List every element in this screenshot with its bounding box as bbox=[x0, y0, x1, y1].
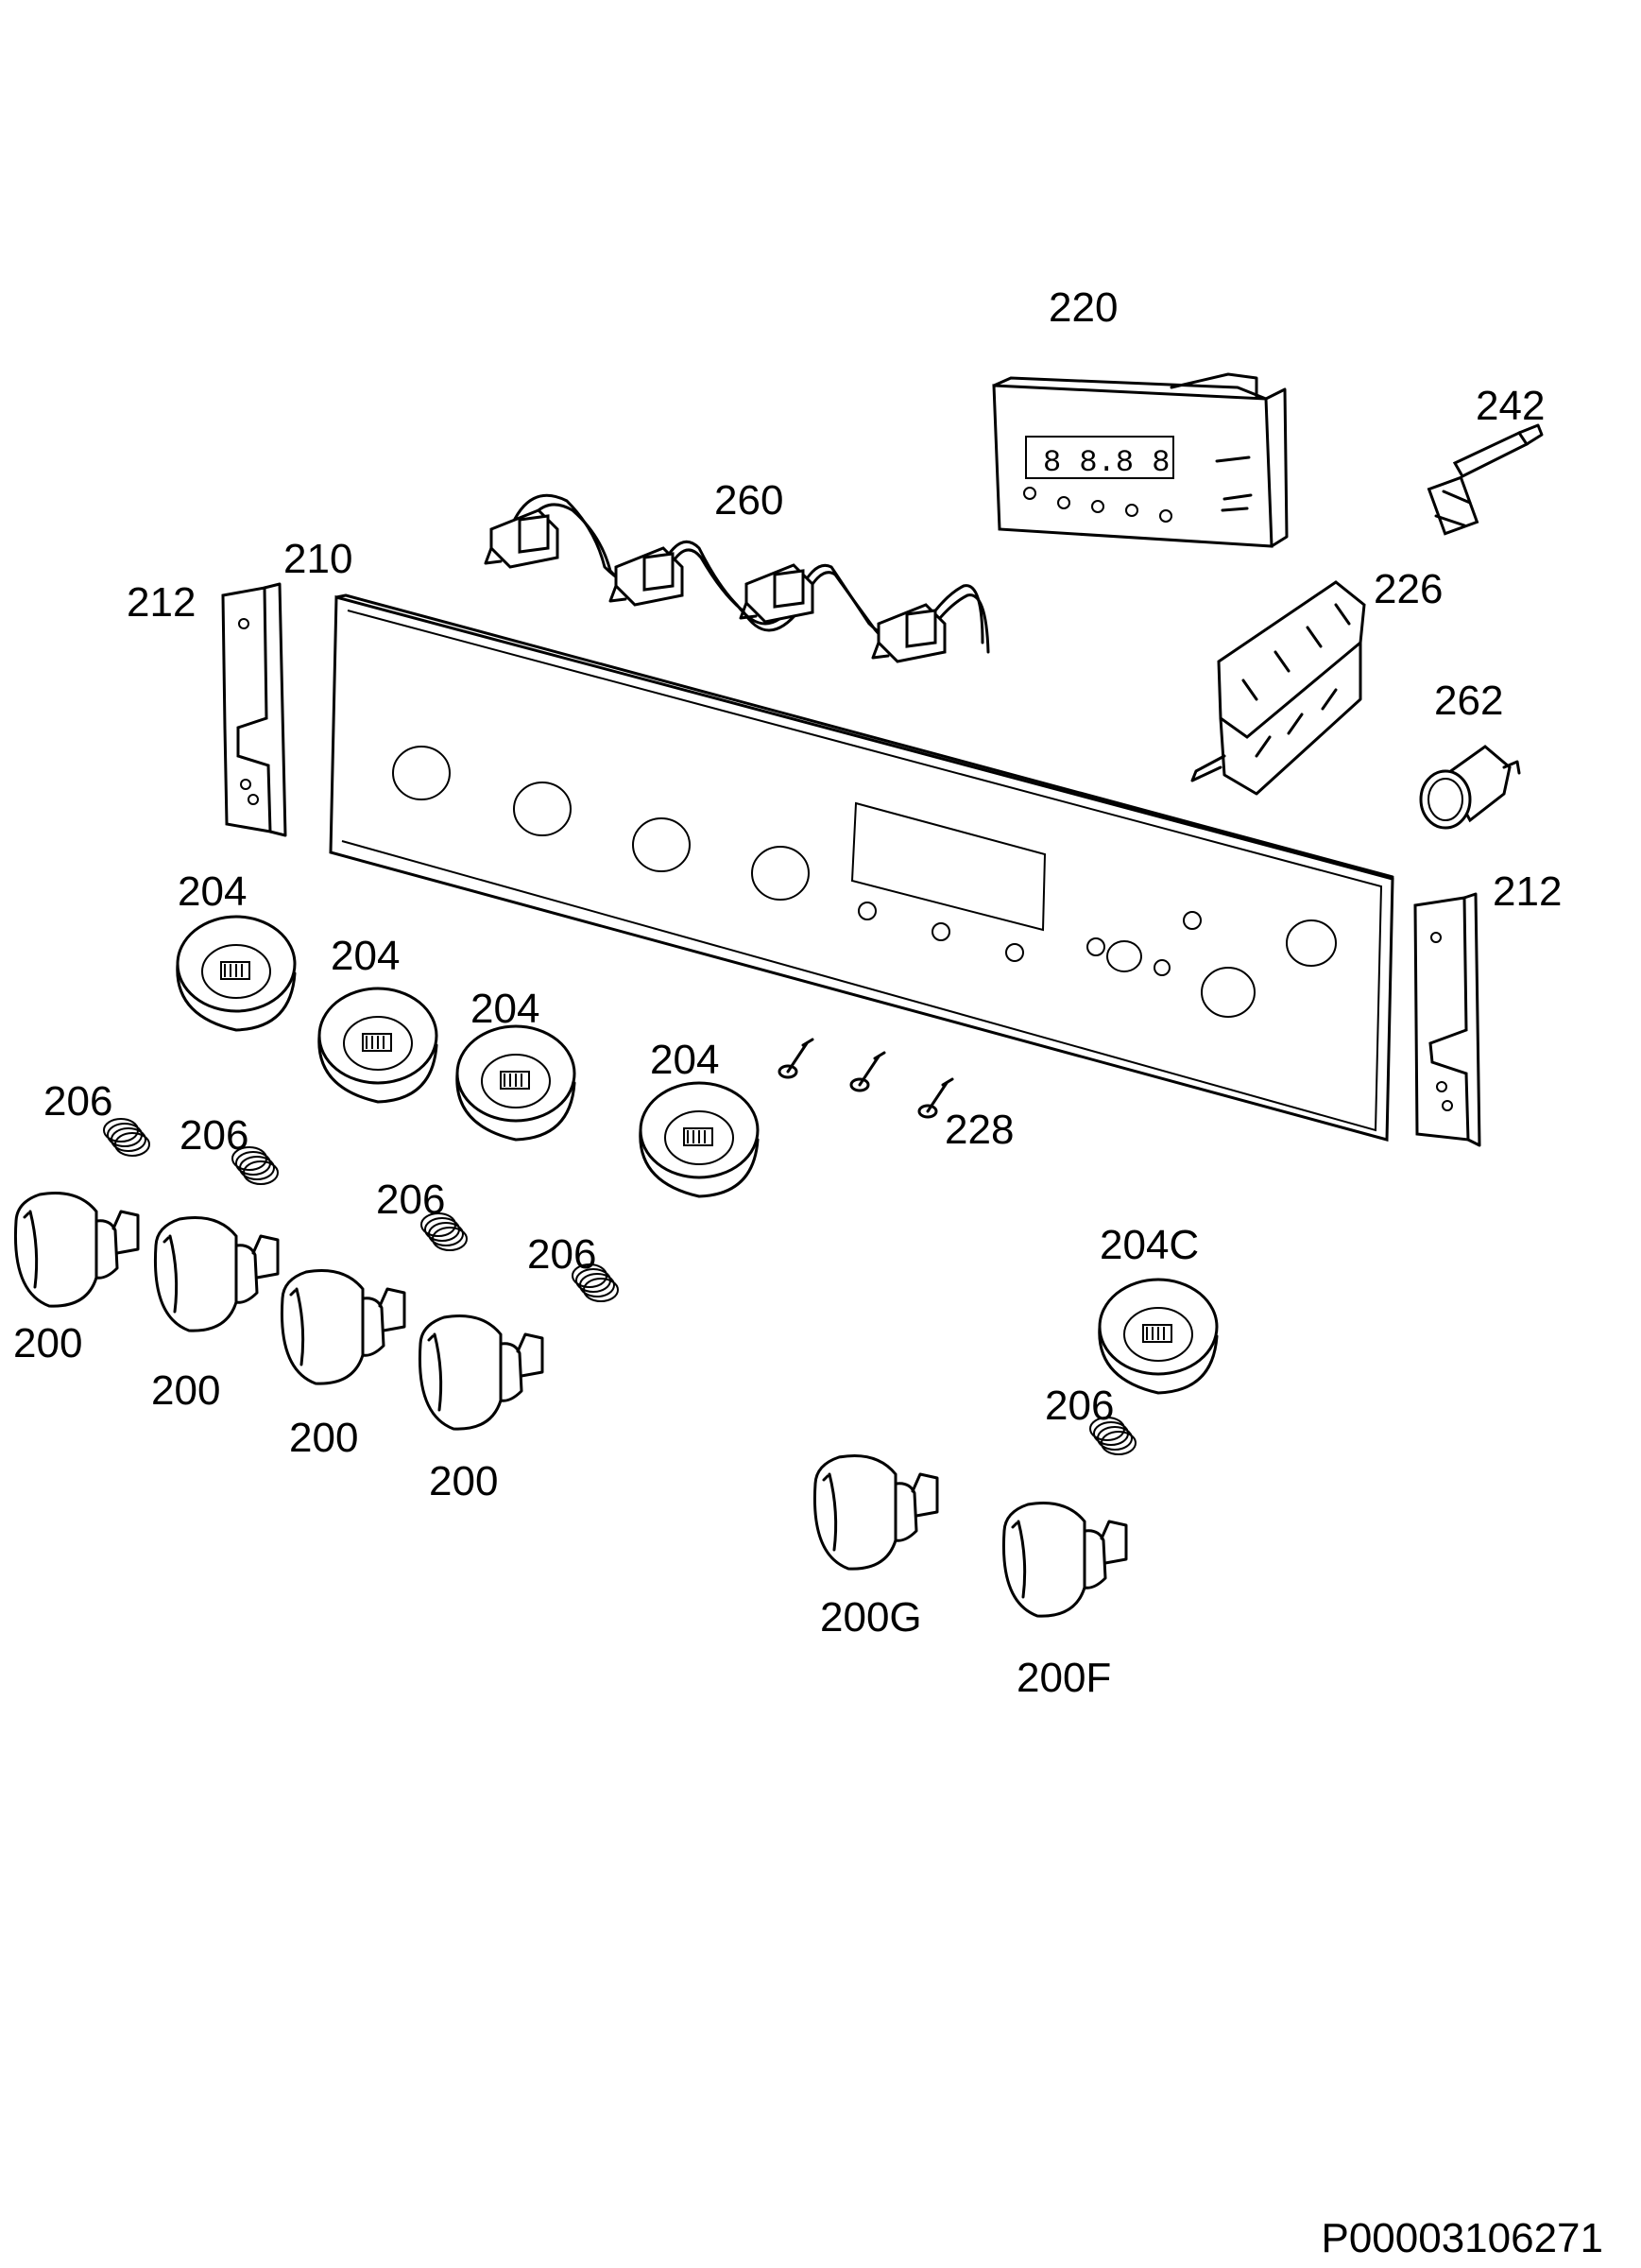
label-200-c: 200 bbox=[289, 1415, 358, 1461]
temperature-sensor bbox=[1427, 423, 1544, 536]
label-210: 210 bbox=[283, 536, 352, 582]
drawing-code: P00003106271 bbox=[1321, 2215, 1603, 2261]
bezel-204C bbox=[1098, 1278, 1219, 1395]
control-panel bbox=[329, 593, 1394, 1142]
label-204-d: 204 bbox=[650, 1037, 719, 1083]
timer-display-module: 8 8.8 8 bbox=[992, 372, 1289, 548]
knob-200F bbox=[1001, 1501, 1128, 1618]
label-204-a: 204 bbox=[178, 868, 247, 915]
label-206-d: 206 bbox=[527, 1231, 596, 1278]
wiring-harness bbox=[484, 493, 990, 663]
bezel-204-b bbox=[317, 987, 438, 1104]
knob-200G bbox=[812, 1453, 939, 1571]
label-204C: 204C bbox=[1100, 1222, 1199, 1268]
knob-200-c bbox=[280, 1268, 406, 1385]
screw-228-b bbox=[849, 1051, 886, 1092]
label-212-right: 212 bbox=[1493, 868, 1562, 915]
label-200F: 200F bbox=[1017, 1655, 1111, 1701]
label-200-d: 200 bbox=[429, 1458, 498, 1504]
bezel-204-a bbox=[176, 915, 297, 1032]
label-228: 228 bbox=[945, 1107, 1014, 1153]
bezel-204-c bbox=[455, 1024, 576, 1142]
screw-228-a bbox=[778, 1038, 814, 1079]
bracket-right bbox=[1413, 892, 1481, 1147]
label-200G: 200G bbox=[820, 1594, 922, 1641]
knob-200-d bbox=[418, 1314, 544, 1431]
label-226: 226 bbox=[1374, 566, 1443, 612]
label-206-b: 206 bbox=[179, 1112, 248, 1159]
label-200-b: 200 bbox=[151, 1367, 220, 1414]
knob-200-a bbox=[13, 1191, 140, 1308]
label-200-a: 200 bbox=[13, 1320, 82, 1366]
label-262: 262 bbox=[1434, 678, 1503, 724]
bezel-204-d bbox=[639, 1081, 760, 1198]
bracket-left bbox=[221, 582, 287, 837]
knob-200-b bbox=[153, 1215, 280, 1332]
label-204-c: 204 bbox=[470, 986, 539, 1032]
programmer-switch bbox=[1190, 580, 1366, 796]
label-220: 220 bbox=[1049, 284, 1118, 331]
label-206-e: 206 bbox=[1045, 1383, 1114, 1429]
label-204-b: 204 bbox=[331, 933, 400, 979]
label-212-left: 212 bbox=[127, 579, 196, 626]
label-206-c: 206 bbox=[376, 1177, 445, 1223]
label-260: 260 bbox=[714, 477, 783, 524]
label-206-a: 206 bbox=[43, 1078, 112, 1125]
timer-readout: 8 8.8 8 bbox=[1043, 445, 1170, 480]
label-242: 242 bbox=[1476, 383, 1545, 429]
indicator-lamp bbox=[1419, 745, 1521, 830]
